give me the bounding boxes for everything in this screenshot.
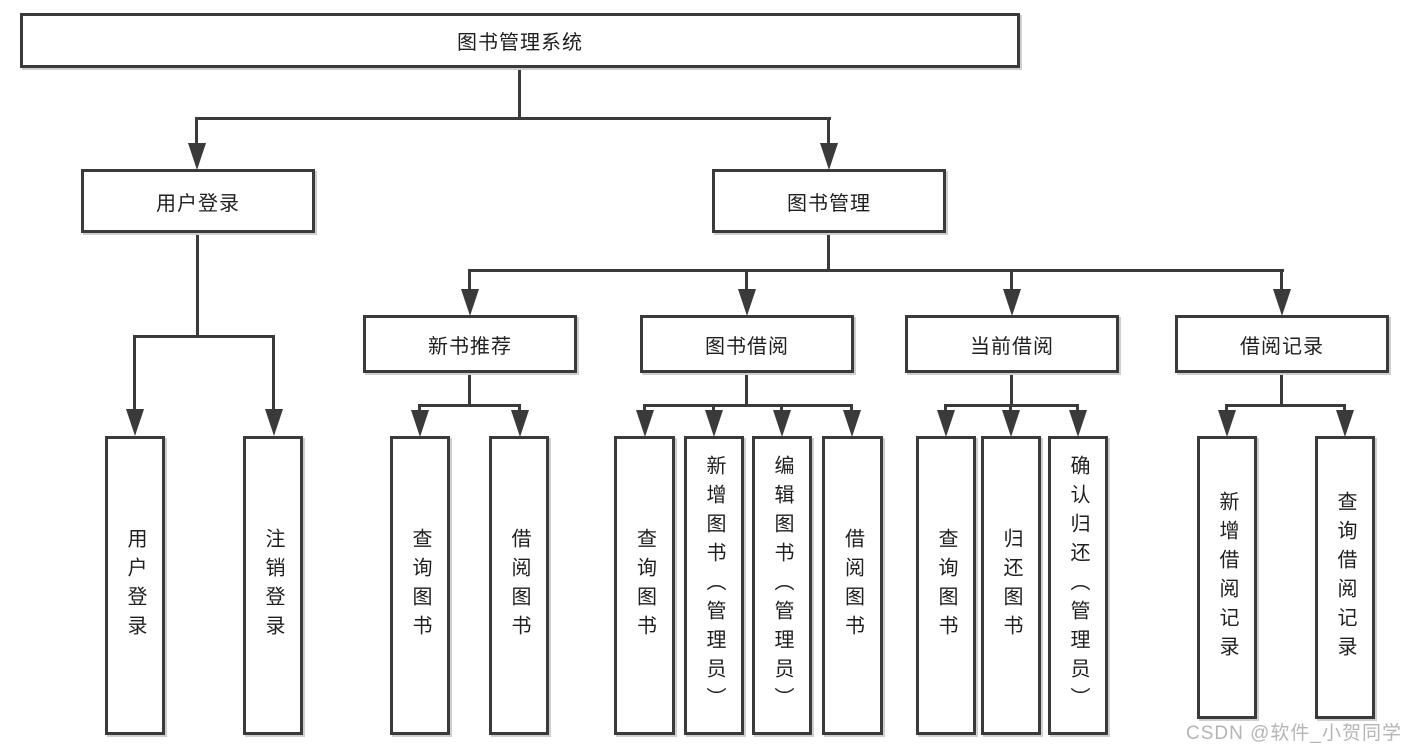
connector-bookborrow-stem	[745, 373, 748, 406]
watermark: CSDN @软件_小贺同学	[1186, 723, 1402, 744]
connector-drop	[944, 404, 947, 412]
connector-drop	[745, 269, 748, 291]
connector-drop	[827, 117, 830, 145]
connector-drop	[1343, 404, 1346, 412]
connector-newbooks-bar	[418, 404, 521, 407]
arrowhead-down-icon	[1069, 410, 1087, 437]
leaf-bookborrow-query-books: 查询图书	[614, 436, 675, 735]
connector-root-bar	[195, 117, 831, 120]
arrowhead-down-icon	[820, 143, 838, 170]
node-borrow-records: 借阅记录	[1175, 315, 1389, 373]
node-label: 查询借阅记录	[1334, 490, 1356, 665]
leaf-newbooks-query-books: 查询图书	[390, 436, 450, 735]
connector-root-stem	[518, 68, 521, 119]
connector-drop	[468, 269, 471, 291]
arrowhead-down-icon	[1336, 410, 1354, 437]
arrowhead-down-icon	[738, 289, 756, 316]
connector-userlogin-stem	[196, 233, 199, 337]
node-label: 新增借阅记录	[1216, 490, 1238, 665]
node-new-book-recommend: 新书推荐	[363, 315, 577, 373]
arrowhead-down-icon	[773, 410, 791, 437]
connector-drop	[712, 404, 715, 412]
leaf-newbooks-borrow-books: 借阅图书	[489, 436, 549, 735]
connector-userlogin-bar	[133, 335, 275, 338]
connector-drop	[643, 404, 646, 412]
node-label: 新增图书（管理员）	[703, 455, 725, 716]
connector-drop	[418, 404, 421, 412]
node-label: 借阅图书	[508, 527, 530, 644]
connector-drop	[195, 117, 198, 145]
node-label: 借阅记录	[1240, 335, 1324, 358]
connector-drop	[133, 335, 136, 411]
leaf-user-login: 用户登录	[105, 436, 165, 735]
arrowhead-down-icon	[937, 410, 955, 437]
node-label: 归还图书	[1000, 527, 1022, 644]
connector-drop	[850, 404, 853, 412]
node-label: 查询图书	[633, 527, 656, 644]
node-label: 编辑图书（管理员）	[771, 455, 793, 716]
node-label: 用户登录	[156, 192, 240, 215]
leaf-bookborrow-edit-books-admin: 编辑图书（管理员）	[752, 436, 812, 735]
node-label: 当前借阅	[970, 335, 1054, 358]
node-label: 确认归还（管理员）	[1067, 455, 1089, 716]
connector-bookmgmt-bar	[468, 269, 1284, 272]
node-label: 图书借阅	[705, 335, 789, 358]
node-current-borrow: 当前借阅	[905, 315, 1119, 373]
node-label: 图书管理	[787, 192, 871, 215]
arrowhead-down-icon	[705, 410, 723, 437]
arrowhead-down-icon	[188, 143, 206, 170]
node-user-login: 用户登录	[81, 169, 315, 233]
connector-bookborrow-bar	[643, 404, 853, 407]
node-label: 借阅图书	[841, 527, 864, 644]
arrowhead-down-icon	[636, 410, 654, 437]
node-label: 查询图书	[409, 527, 431, 644]
arrowhead-down-icon	[1002, 410, 1020, 437]
connector-drop	[272, 335, 275, 411]
arrowhead-down-icon	[461, 289, 479, 316]
node-label: 图书管理系统	[457, 32, 583, 54]
node-book-management: 图书管理	[712, 169, 946, 233]
node-label: 查询图书	[935, 527, 957, 644]
node-book-borrow: 图书借阅	[640, 315, 854, 373]
connector-drop	[1009, 404, 1012, 412]
leaf-bookborrow-borrow-books: 借阅图书	[822, 436, 883, 735]
leaf-logout: 注销登录	[243, 436, 303, 735]
connector-newbooks-stem	[468, 373, 471, 406]
node-label: 新书推荐	[428, 335, 512, 358]
arrowhead-down-icon	[265, 409, 283, 436]
leaf-records-query-borrow-record: 查询借阅记录	[1315, 436, 1375, 719]
connector-drop	[518, 404, 521, 412]
leaf-records-add-borrow-record: 新增借阅记录	[1197, 436, 1257, 719]
node-label: 用户登录	[124, 527, 146, 644]
arrowhead-down-icon	[843, 410, 861, 437]
arrowhead-down-icon	[1218, 410, 1236, 437]
leaf-currentborrow-query-books: 查询图书	[916, 436, 976, 735]
connector-drop	[1225, 404, 1228, 412]
arrowhead-down-icon	[126, 409, 144, 436]
arrowhead-down-icon	[1003, 289, 1021, 316]
connector-drop	[1280, 269, 1283, 291]
arrowhead-down-icon	[411, 410, 429, 437]
connector-drop	[1076, 404, 1079, 412]
connector-drop	[780, 404, 783, 412]
leaf-currentborrow-return-books: 归还图书	[981, 436, 1041, 735]
connector-borrowrecords-bar	[1225, 404, 1346, 407]
connector-drop	[1010, 269, 1013, 291]
arrowhead-down-icon	[511, 410, 529, 437]
arrowhead-down-icon	[1273, 289, 1291, 316]
leaf-bookborrow-add-books-admin: 新增图书（管理员）	[684, 436, 744, 735]
leaf-currentborrow-confirm-return-admin: 确认归还（管理员）	[1048, 436, 1108, 735]
connector-currentborrow-stem	[1010, 373, 1013, 406]
connector-bookmgmt-stem	[827, 233, 830, 271]
node-library-system: 图书管理系统	[20, 13, 1020, 68]
node-label: 注销登录	[262, 527, 284, 644]
connector-borrowrecords-stem	[1280, 373, 1283, 406]
